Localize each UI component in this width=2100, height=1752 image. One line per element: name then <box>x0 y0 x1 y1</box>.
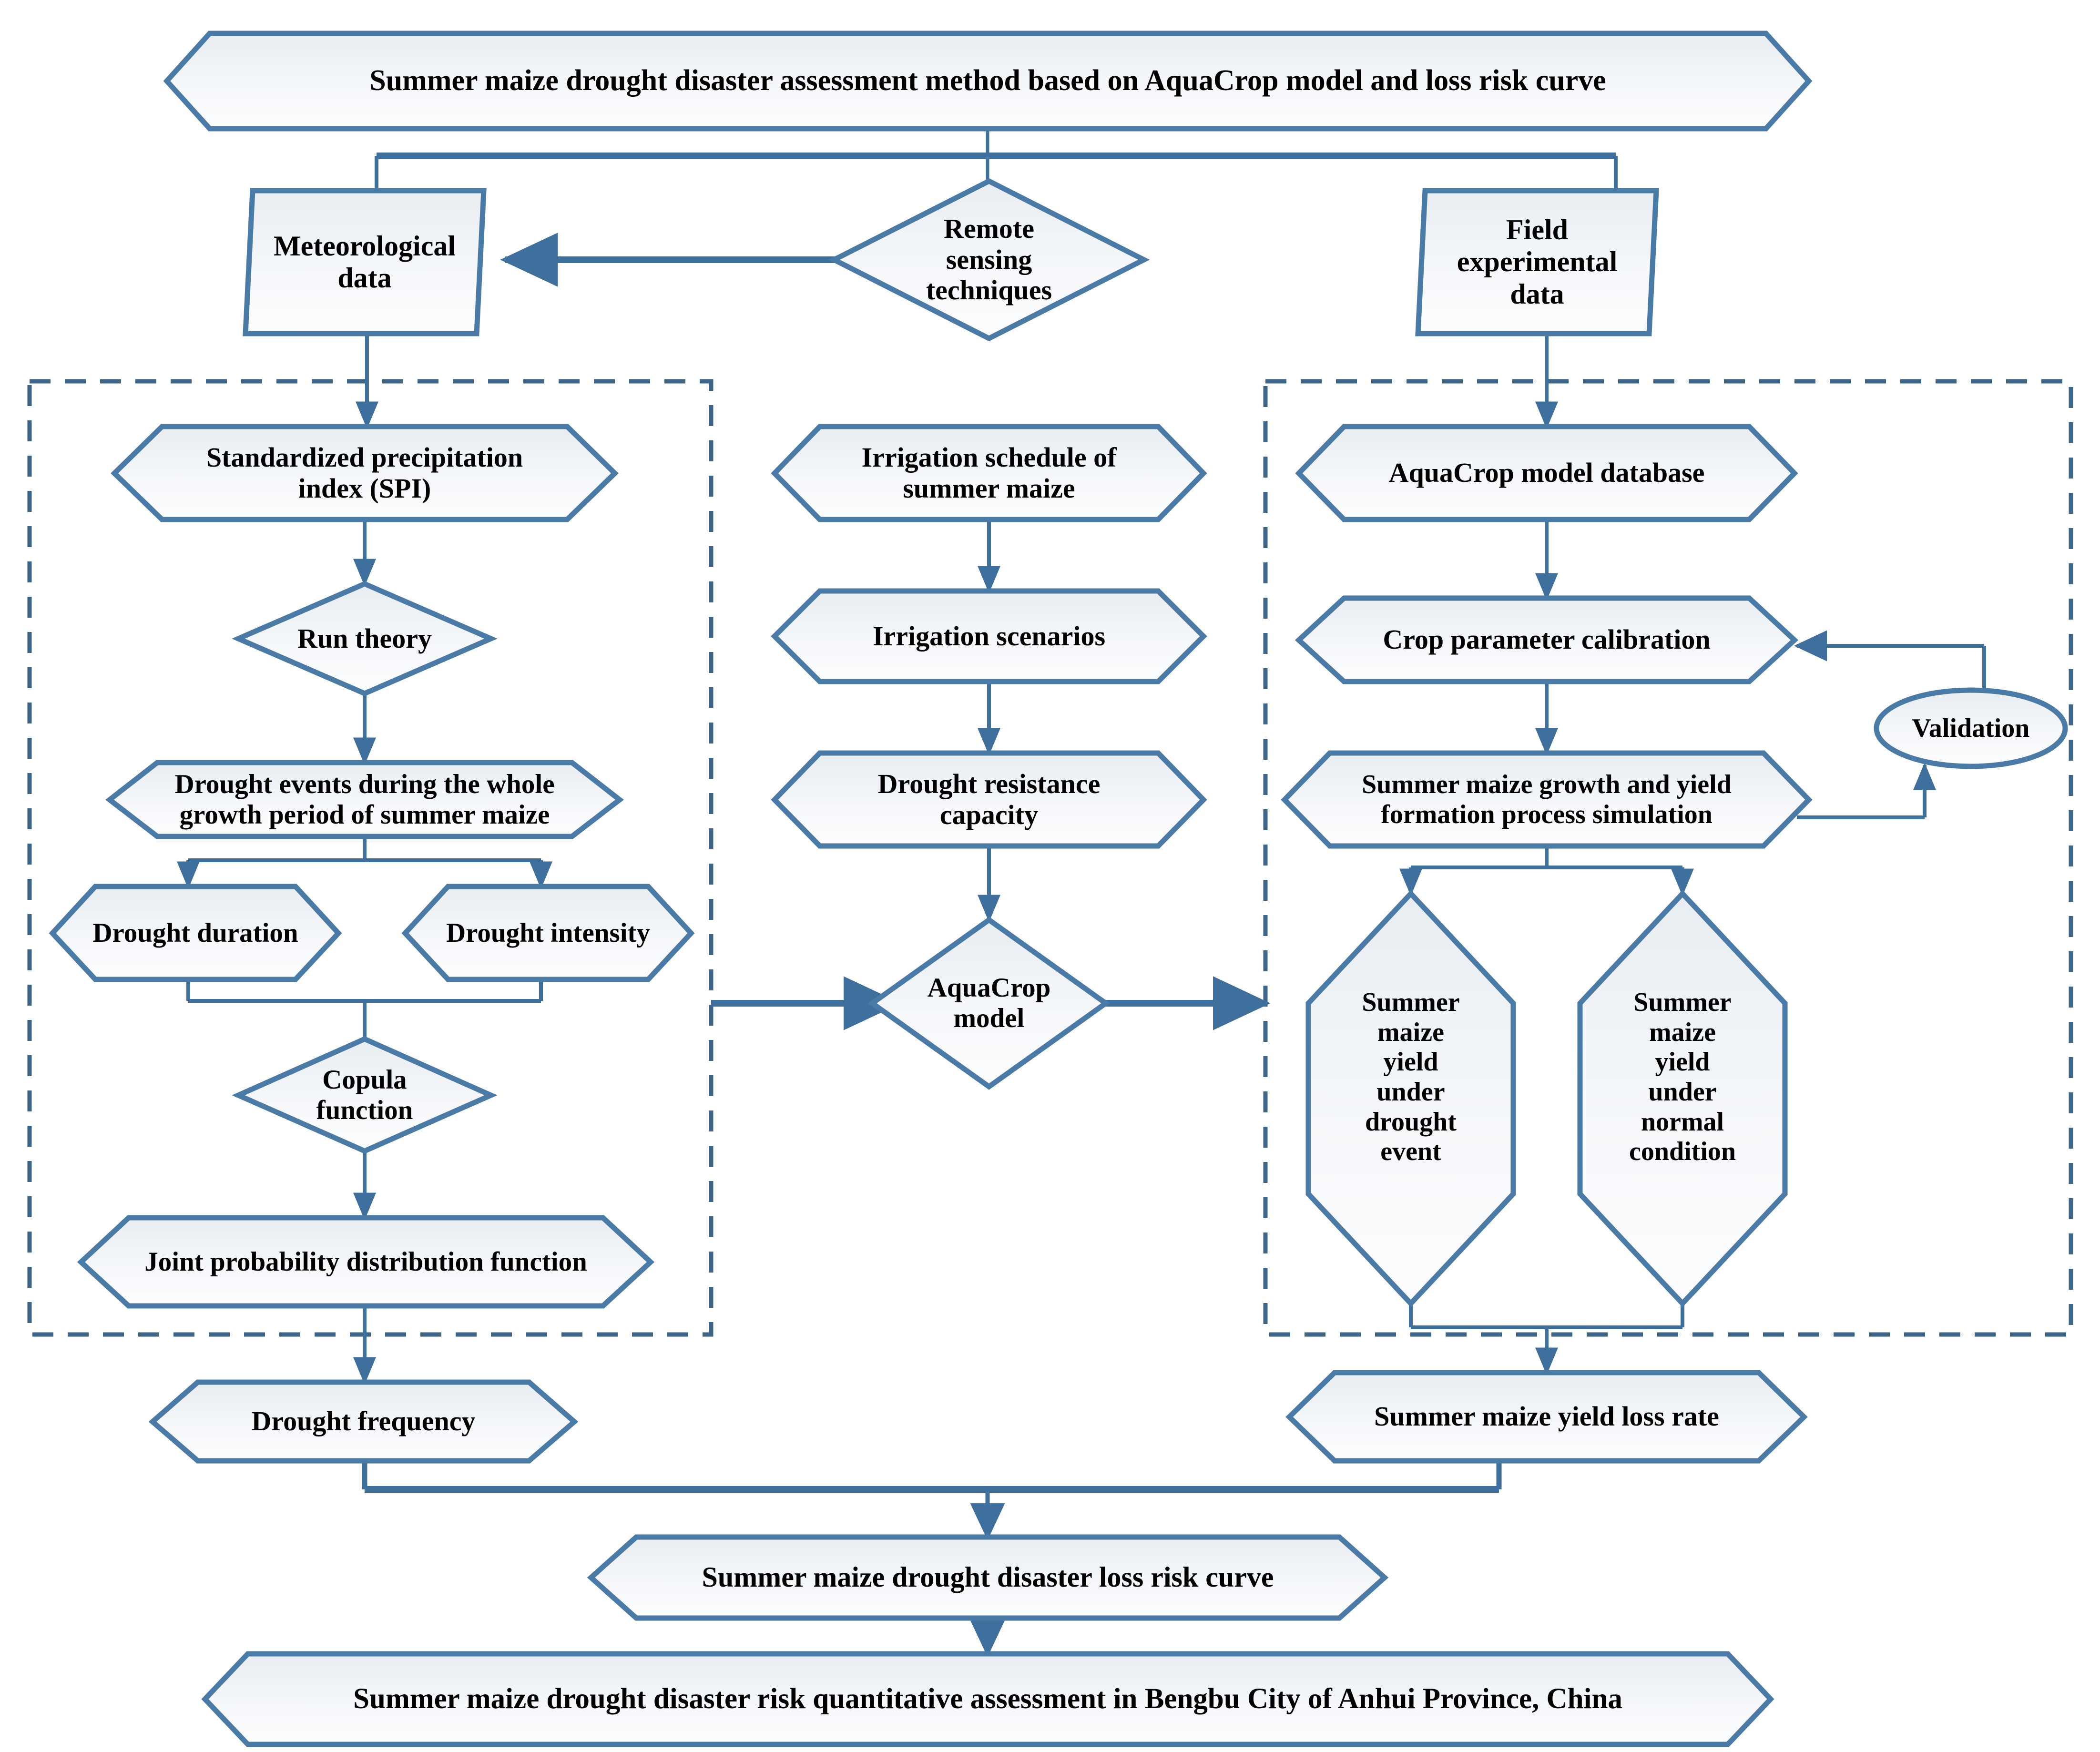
node-aquacrop-model <box>867 917 1111 1090</box>
node-yield-loss-rate <box>1285 1370 1808 1464</box>
node-remote-sensing <box>828 178 1150 342</box>
node-field-experimental-data <box>1415 188 1659 336</box>
node-yield-drought <box>1305 889 1516 1308</box>
node-title <box>163 31 1813 132</box>
node-irrigation-schedule <box>771 424 1207 522</box>
node-irrigation-scenarios <box>771 588 1207 684</box>
node-final-assessment <box>201 1651 1774 1747</box>
node-yield-normal <box>1577 889 1788 1308</box>
node-run-theory <box>232 581 498 696</box>
node-copula-function <box>232 1036 498 1154</box>
node-drought-intensity <box>401 884 695 982</box>
node-spi <box>111 424 619 522</box>
node-growth-yield-simulation <box>1281 750 1813 849</box>
node-drought-frequency <box>148 1379 579 1464</box>
node-joint-probability <box>77 1215 655 1309</box>
connector-layer <box>177 129 1986 1657</box>
node-aquacrop-database <box>1295 424 1798 522</box>
node-drought-resistance <box>771 750 1207 849</box>
node-meteorological-data <box>243 188 487 336</box>
right-group-box <box>1263 379 2073 1337</box>
node-crop-parameter-calibration <box>1295 595 1799 684</box>
node-drought-events <box>105 760 624 839</box>
left-group-box <box>27 379 714 1337</box>
node-loss-risk-curve <box>587 1534 1389 1621</box>
node-validation <box>1874 687 2068 769</box>
node-drought-duration <box>49 884 342 982</box>
